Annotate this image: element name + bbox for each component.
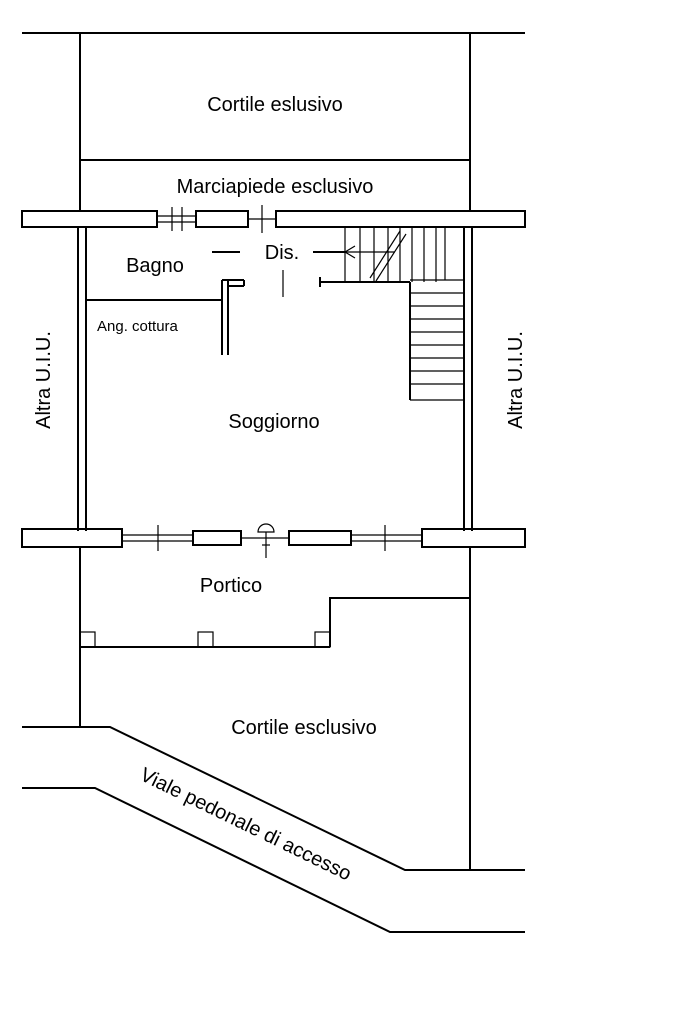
access-path xyxy=(22,726,525,933)
label-soggiorno: Soggiorno xyxy=(228,411,319,433)
label-dis: Dis. xyxy=(265,242,299,264)
label-marciapiede: Marciapiede esclusivo xyxy=(177,176,374,198)
label-cortile-bottom: Cortile esclusivo xyxy=(231,717,377,739)
corridor-partition xyxy=(319,277,411,400)
bottom-openings xyxy=(122,525,422,551)
label-altra-right: Altra U.I.U. xyxy=(505,331,527,429)
top-courtyard xyxy=(22,32,525,213)
building-walls xyxy=(21,210,526,548)
bathroom-walls xyxy=(86,251,345,355)
top-window xyxy=(157,207,196,231)
label-bagno: Bagno xyxy=(126,255,184,277)
label-portico: Portico xyxy=(200,575,262,597)
label-cortile-top: Cortile eslusivo xyxy=(207,94,343,116)
label-altra-left: Altra U.I.U. xyxy=(33,331,55,429)
staircase xyxy=(343,227,464,401)
label-ang-cottura: Ang. cottura xyxy=(97,318,179,335)
door-symbol-icon xyxy=(257,523,275,558)
top-door xyxy=(248,205,276,233)
portico-area xyxy=(79,547,471,870)
